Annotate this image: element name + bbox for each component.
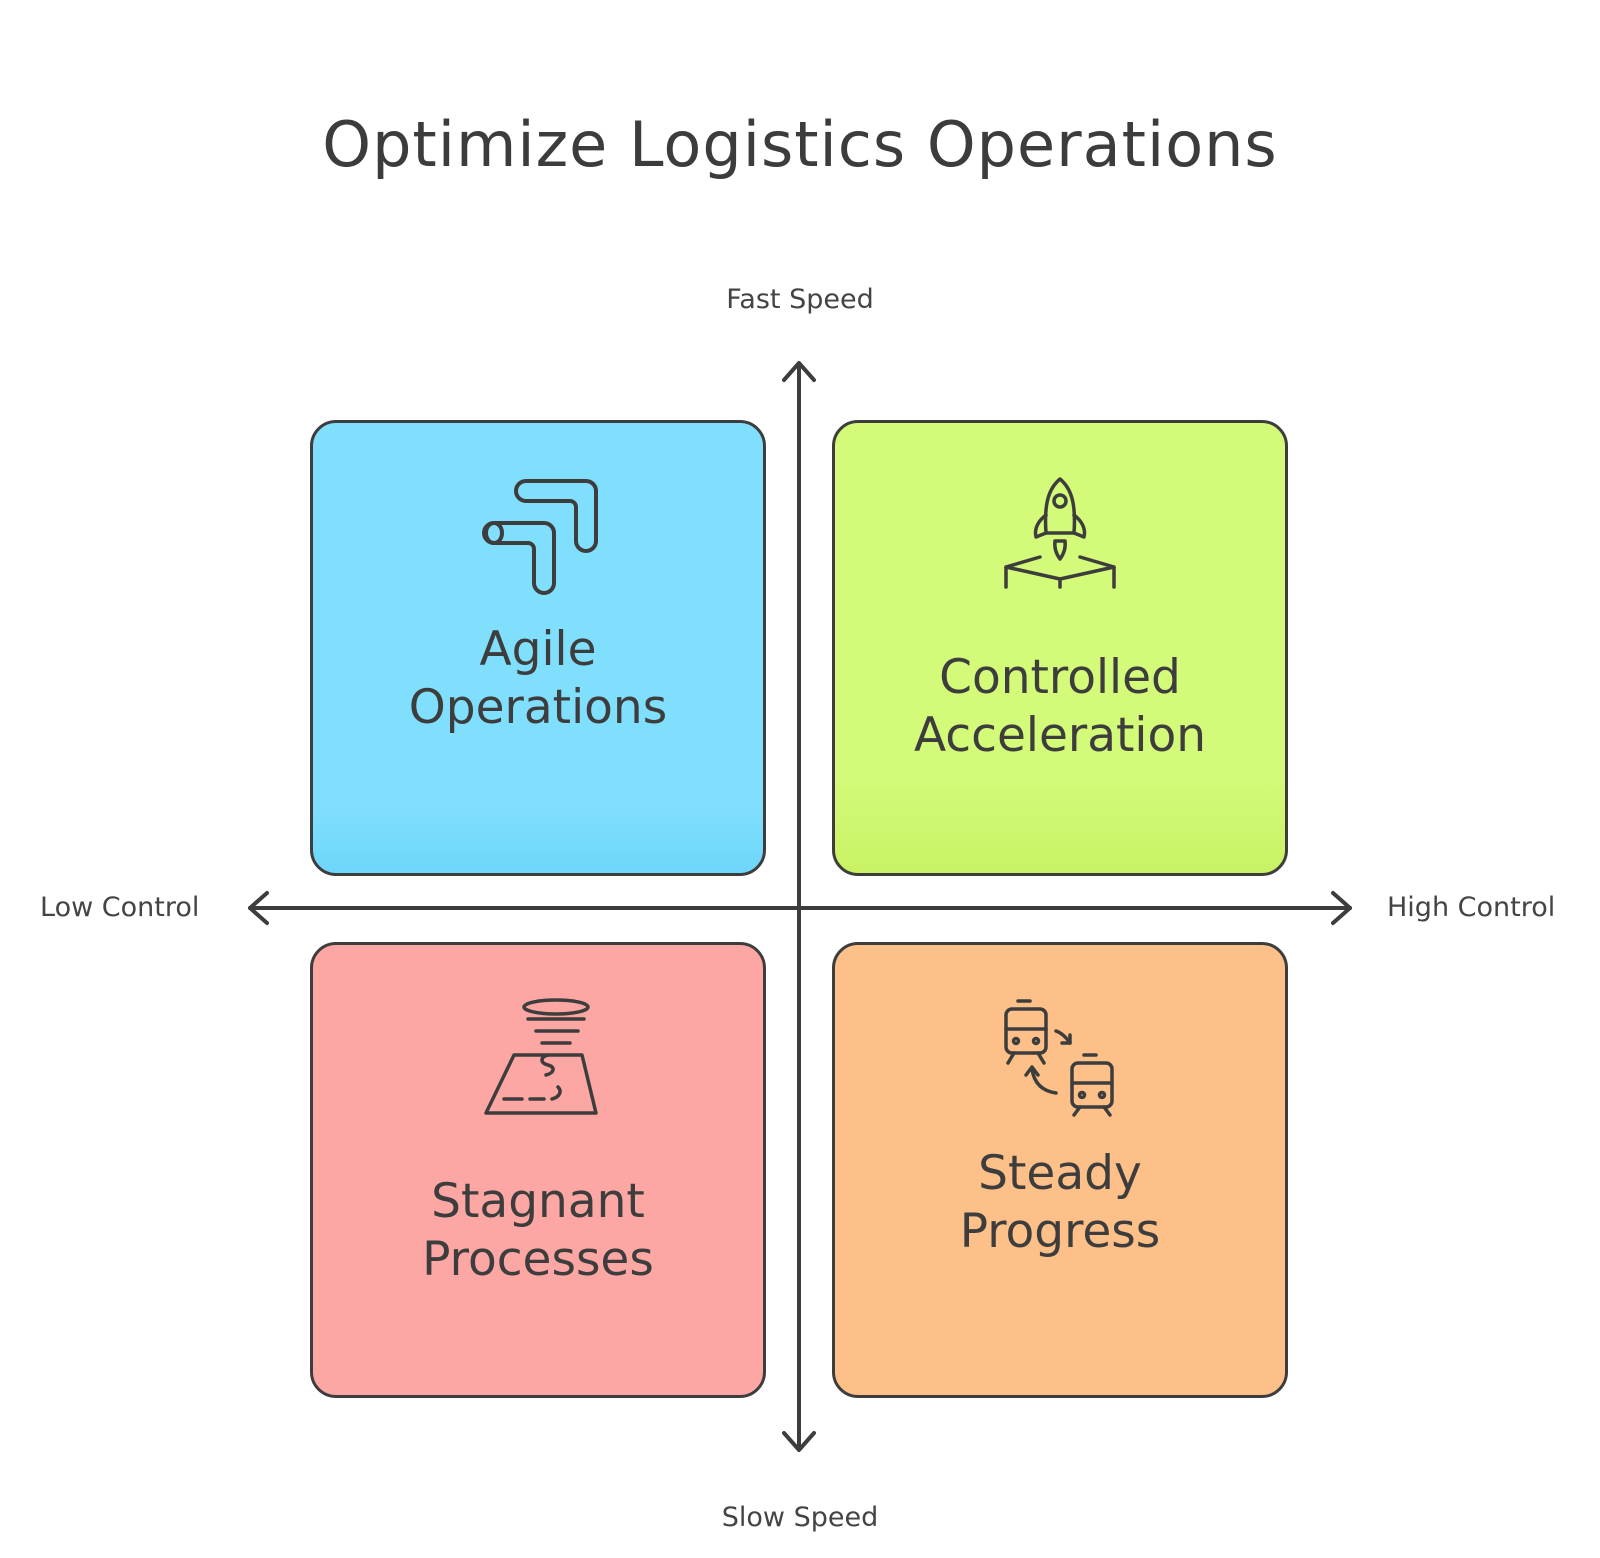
right-arrow-head xyxy=(1331,891,1352,925)
quadrant-label: Agile Operations xyxy=(313,621,763,737)
quadrant-label: Controlled Acceleration xyxy=(835,649,1285,765)
quadrant-label-line1: Steady xyxy=(978,1146,1142,1201)
down-arrow-head xyxy=(782,1431,816,1452)
axis-label-top: Fast Speed xyxy=(726,284,874,315)
quadrant-stagnant-processes: Stagnant Processes xyxy=(310,942,766,1398)
trains-exchange-icon xyxy=(1004,999,1114,1117)
rocket-launch-icon xyxy=(1004,477,1116,589)
left-arrow-head xyxy=(248,891,269,925)
quadrant-label: Steady Progress xyxy=(835,1145,1285,1261)
quadrant-label-line2: Processes xyxy=(422,1232,654,1287)
diagram-title: Optimize Logistics Operations xyxy=(322,108,1278,181)
quadrant-label-line1: Stagnant xyxy=(431,1174,645,1229)
route-arrow-icon xyxy=(482,479,598,595)
axis-label-left: Low Control xyxy=(40,892,200,923)
quadrant-label-line2: Acceleration xyxy=(913,708,1207,763)
quadrant-controlled-acceleration: Controlled Acceleration xyxy=(832,420,1288,876)
quadrant-agile-operations: Agile Operations xyxy=(310,420,766,876)
up-arrow-head xyxy=(782,361,816,382)
quadrant-label-line1: Controlled xyxy=(939,650,1181,705)
axis-label-bottom: Slow Speed xyxy=(721,1502,879,1533)
quadrant-label-line1: Agile xyxy=(479,622,597,677)
quadrant-label-line2: Operations xyxy=(408,680,668,735)
quadrant-label: Stagnant Processes xyxy=(313,1173,763,1289)
axis-label-right: High Control xyxy=(1387,892,1556,923)
quadrant-steady-progress: Steady Progress xyxy=(832,942,1288,1398)
quadrant-label-line2: Progress xyxy=(959,1204,1161,1259)
tornado-map-icon xyxy=(484,998,598,1115)
